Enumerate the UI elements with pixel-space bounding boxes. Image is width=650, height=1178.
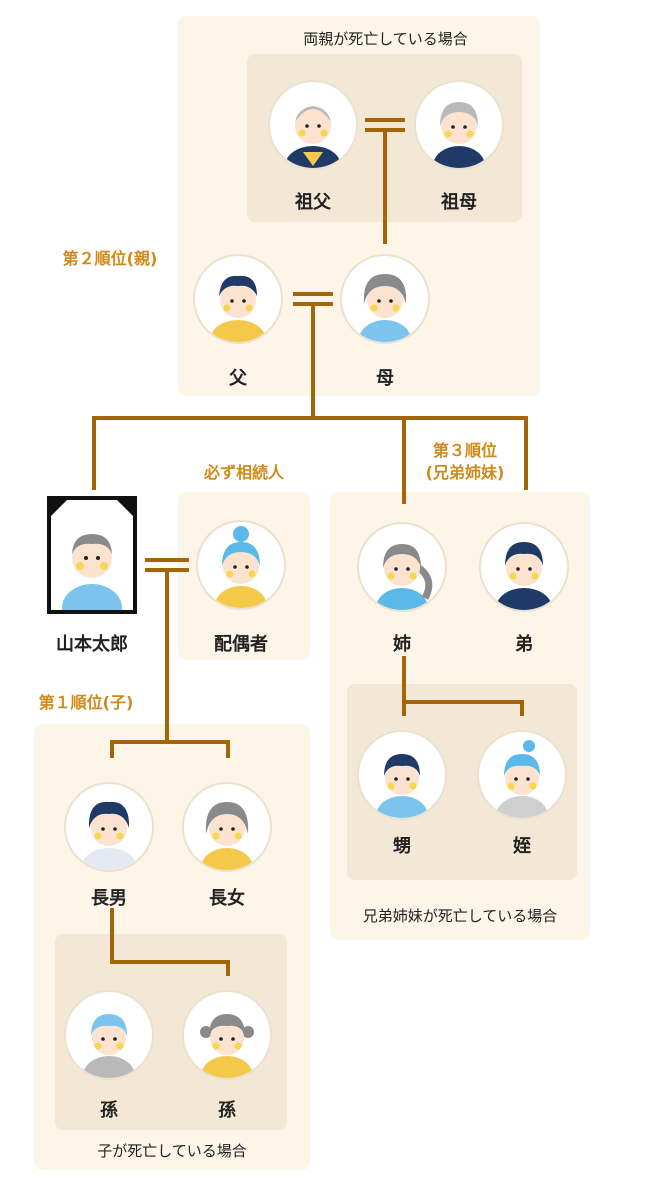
rank-third-label-line1: 第３順位 bbox=[432, 441, 497, 460]
decedent-name: 山本太郎 bbox=[56, 634, 128, 655]
eldest-son-node bbox=[64, 782, 154, 872]
eldest-daughter-node bbox=[182, 782, 272, 872]
parents-children-bar bbox=[92, 416, 528, 420]
older-sister-avatar bbox=[357, 522, 447, 612]
nephew-name: 甥 bbox=[393, 836, 411, 857]
siblings-dead-caption: 兄弟姉妹が死亡している場合 bbox=[362, 907, 558, 925]
decedent-portrait bbox=[47, 496, 137, 614]
grandchild-1-node bbox=[64, 990, 154, 1080]
grandmother-node bbox=[414, 80, 504, 170]
younger-brother-name: 弟 bbox=[515, 634, 533, 655]
children-dead-caption: 子が死亡している場合 bbox=[97, 1142, 247, 1160]
eldest-daughter-avatar bbox=[182, 782, 272, 872]
decedent-marriage-line-bottom bbox=[145, 568, 189, 572]
younger-brother-node bbox=[479, 522, 569, 612]
parents-dead-caption: 両親が死亡している場合 bbox=[303, 30, 468, 48]
eldest-son-avatar bbox=[64, 782, 154, 872]
grandchild-1-avatar bbox=[64, 990, 154, 1080]
father-avatar bbox=[193, 254, 283, 344]
younger-brother-avatar bbox=[479, 522, 569, 612]
rank-third-label-line2: (兄弟姉妹) bbox=[425, 463, 505, 482]
to-grandchild2-line bbox=[226, 960, 230, 976]
eldest-daughter-name: 長女 bbox=[209, 888, 245, 909]
spouse-node bbox=[196, 520, 286, 610]
nephew-node bbox=[357, 730, 447, 820]
niece-avatar bbox=[477, 730, 567, 820]
sister-to-nephews-line bbox=[402, 656, 406, 716]
older-sister-name: 姉 bbox=[393, 634, 411, 655]
parents-marriage-line-bottom bbox=[293, 302, 333, 306]
decedent-marriage-line-top bbox=[145, 558, 189, 562]
to-sister-line bbox=[402, 416, 406, 504]
grandchild-2-name: 孫 bbox=[218, 1100, 236, 1121]
grandparents-marriage-line-top bbox=[365, 118, 405, 122]
eldest-son-name: 長男 bbox=[91, 888, 127, 909]
mother-name: 母 bbox=[376, 368, 394, 389]
niece-node bbox=[477, 730, 567, 820]
older-sister-node bbox=[357, 522, 447, 612]
children-bar bbox=[110, 740, 230, 744]
spouse-name: 配偶者 bbox=[214, 634, 268, 655]
to-children-line bbox=[165, 572, 169, 742]
grandparents-marriage-line-bottom bbox=[365, 128, 405, 132]
mother-avatar bbox=[340, 254, 430, 344]
nephews-bar bbox=[402, 700, 524, 704]
grandchild-2-avatar bbox=[182, 990, 272, 1080]
rank-second-label: 第２順位(親) bbox=[62, 249, 158, 268]
father-node bbox=[193, 254, 283, 344]
to-son-line bbox=[110, 740, 114, 758]
grandchild-1-name: 孫 bbox=[100, 1100, 118, 1121]
grandfather-node bbox=[268, 80, 358, 170]
parents-marriage-line-top bbox=[293, 292, 333, 296]
niece-name: 姪 bbox=[513, 836, 531, 857]
grandmother-avatar bbox=[414, 80, 504, 170]
nephew-avatar bbox=[357, 730, 447, 820]
grandchild-2-node bbox=[182, 990, 272, 1080]
spouse-avatar bbox=[196, 520, 286, 610]
grandfather-avatar bbox=[268, 80, 358, 170]
mother-node bbox=[340, 254, 430, 344]
to-niece-line bbox=[520, 700, 524, 716]
parents-descent-line bbox=[311, 306, 315, 416]
grandmother-name: 祖母 bbox=[441, 192, 477, 213]
grandfather-name: 祖父 bbox=[295, 192, 331, 213]
always-heir-label: 必ず相続人 bbox=[203, 463, 284, 482]
grandparents-to-mother-line bbox=[383, 132, 387, 244]
to-decedent-line bbox=[92, 416, 96, 490]
to-daughter-line bbox=[226, 740, 230, 758]
grandchildren-bar bbox=[110, 960, 230, 964]
to-brother-line bbox=[524, 416, 528, 490]
son-to-grandchildren-line bbox=[110, 908, 114, 964]
rank-first-label: 第１順位(子) bbox=[38, 693, 134, 712]
father-name: 父 bbox=[229, 368, 247, 389]
